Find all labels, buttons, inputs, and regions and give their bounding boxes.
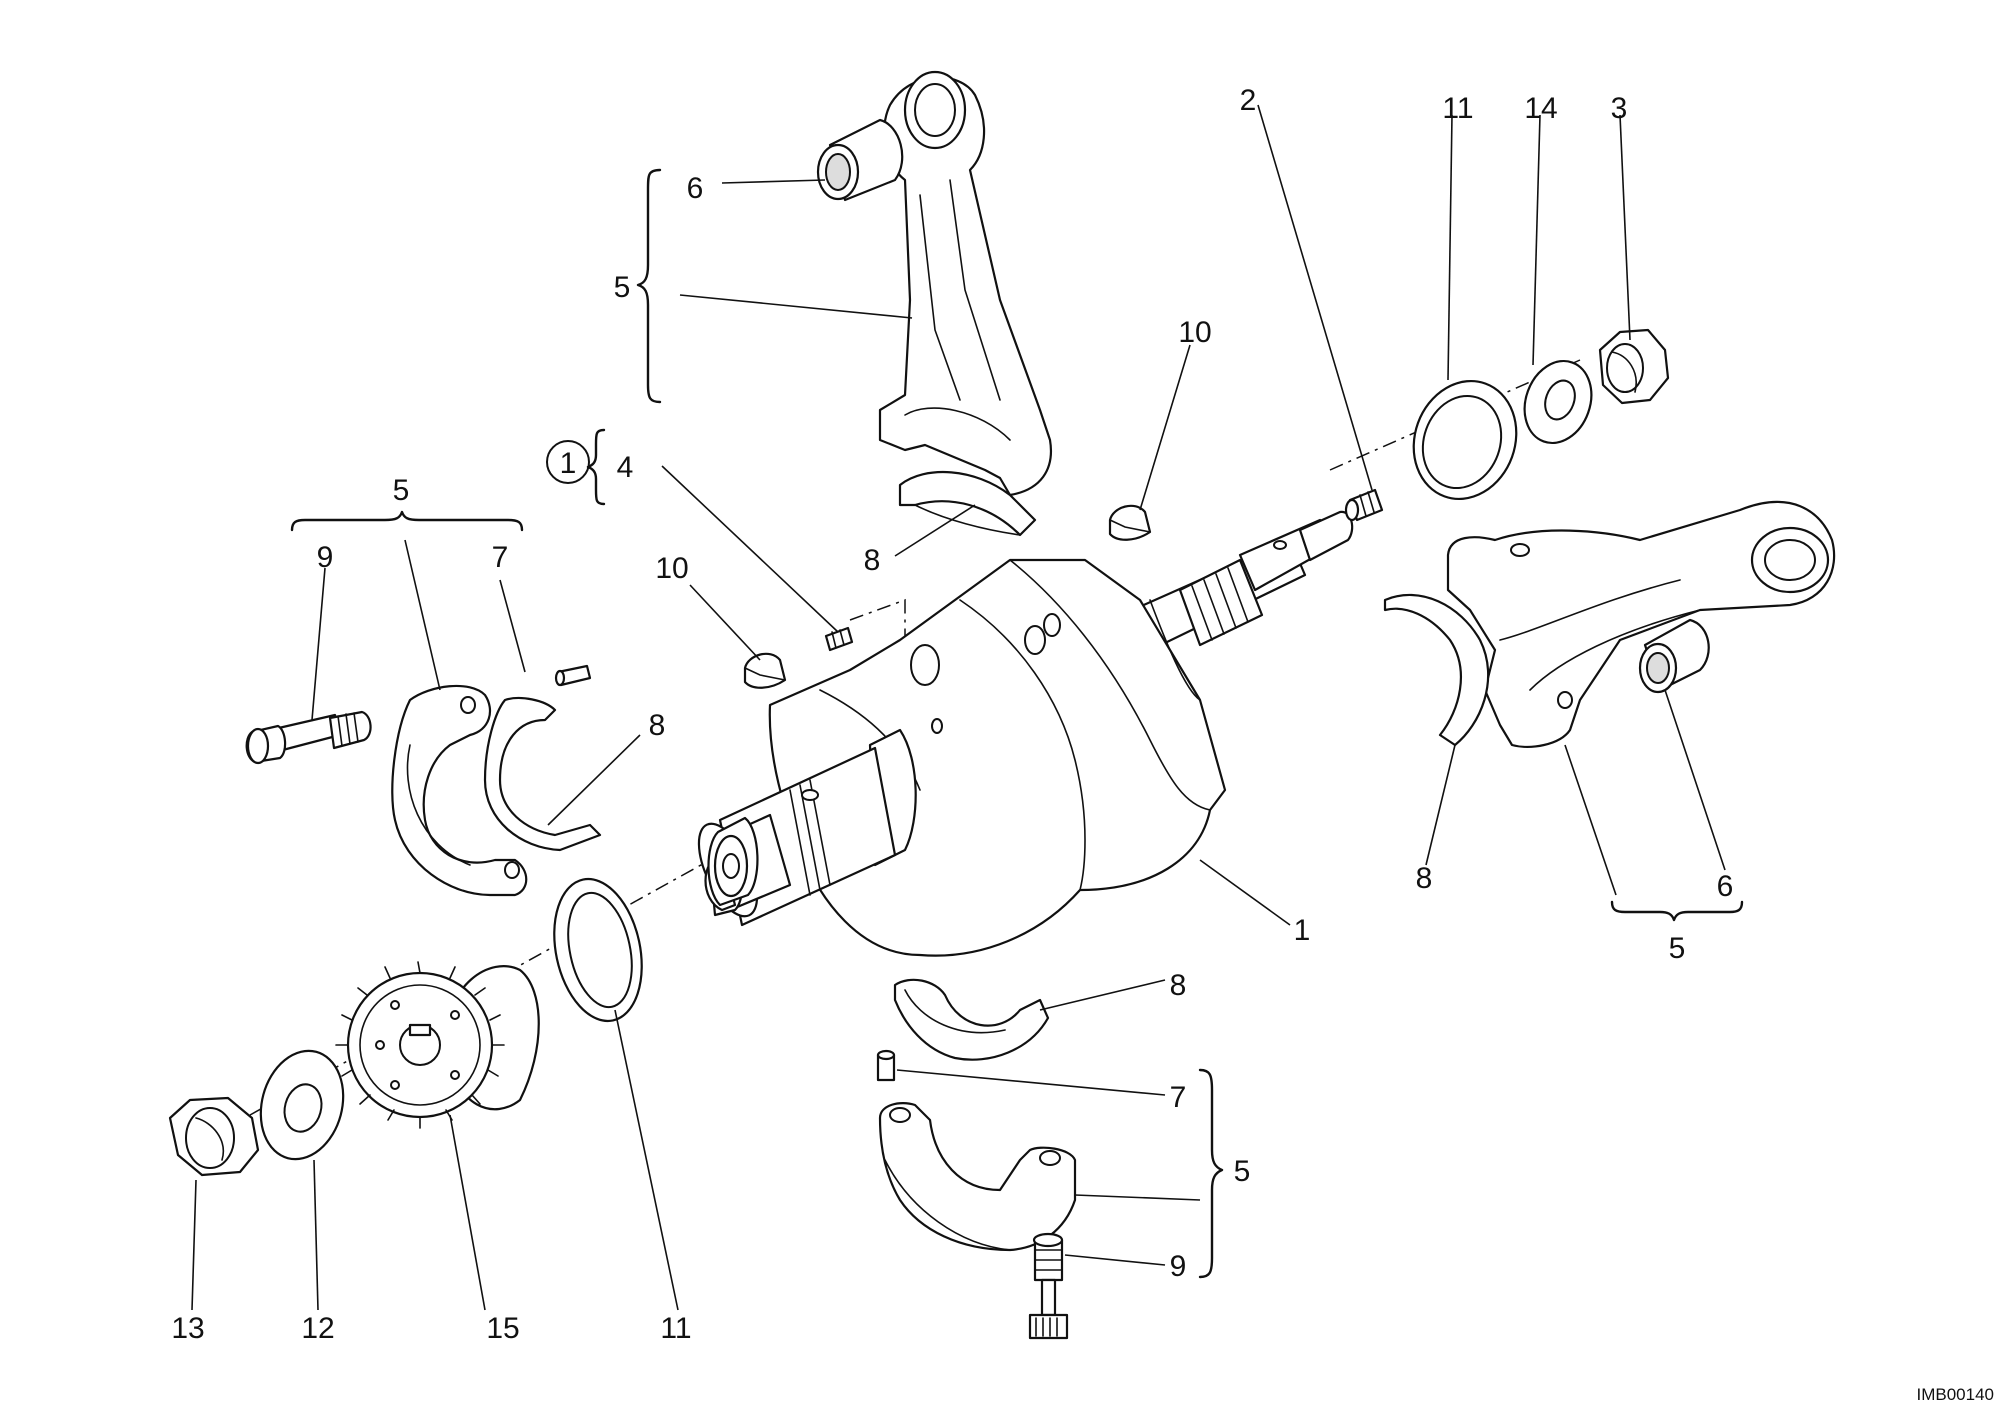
woodruff-key-right bbox=[1108, 504, 1152, 541]
crank-nose-stub bbox=[707, 816, 759, 907]
callout-7-bottom: 7 bbox=[1170, 1081, 1187, 1114]
callout-1-crankshaft: 1 bbox=[1294, 914, 1311, 947]
callout-11-front: 11 bbox=[660, 1312, 691, 1345]
callout-8-right: 8 bbox=[1416, 862, 1433, 895]
dowel-pin-left bbox=[554, 664, 592, 687]
circled-callout-ring bbox=[546, 440, 590, 484]
callout-3: 3 bbox=[1611, 92, 1628, 125]
callout-8-top: 8 bbox=[864, 544, 881, 577]
timing-gear bbox=[335, 961, 540, 1129]
crankshaft bbox=[697, 510, 1354, 957]
leader-lines bbox=[191, 104, 1726, 1311]
brace-left-cap bbox=[290, 510, 524, 532]
callout-6-top: 6 bbox=[687, 172, 704, 205]
tab-washer-front bbox=[259, 1049, 345, 1161]
brace-bottom-cap bbox=[1198, 1068, 1224, 1279]
callout-12: 12 bbox=[301, 1312, 334, 1345]
thrust-washer-front bbox=[553, 877, 643, 1023]
rod-cap-left bbox=[391, 684, 528, 897]
callout-9-left: 9 bbox=[317, 541, 334, 574]
callout-5-left-cap: 5 bbox=[393, 474, 410, 507]
bearing-shell-top bbox=[898, 470, 1037, 537]
callout-8-bottom: 8 bbox=[1170, 969, 1187, 1002]
callout-circled-1: 1 bbox=[560, 447, 577, 480]
connecting-rod-right bbox=[1383, 500, 1836, 748]
nut-right bbox=[1598, 328, 1670, 405]
callout-8-left: 8 bbox=[649, 709, 666, 742]
bolt-left bbox=[245, 710, 372, 765]
woodruff-key-left bbox=[743, 652, 787, 689]
callout-9-bottom: 9 bbox=[1170, 1250, 1187, 1283]
dowel-pin-bottom bbox=[876, 1049, 896, 1082]
brace-top-left bbox=[636, 168, 662, 404]
grub-screw-right bbox=[1344, 488, 1384, 522]
connecting-rod-top bbox=[816, 70, 1053, 497]
callout-7-left: 7 bbox=[492, 541, 509, 574]
callout-5-top: 5 bbox=[614, 271, 631, 304]
brace-small bbox=[586, 428, 606, 506]
grub-screw-center bbox=[824, 626, 854, 652]
callout-10-right: 10 bbox=[1178, 316, 1211, 349]
thrust-washer-right bbox=[1412, 379, 1518, 501]
hex-nut-front bbox=[168, 1096, 260, 1177]
rod-cap-bottom bbox=[878, 1101, 1077, 1252]
lock-washer-right bbox=[1523, 359, 1593, 445]
callout-5-right-rod: 5 bbox=[1669, 932, 1686, 965]
callout-6-right: 6 bbox=[1717, 870, 1734, 903]
callout-labels: 6 5 1 4 8 10 2 11 14 3 5 9 7 10 8 1 8 6 … bbox=[171, 84, 1994, 1404]
callout-14: 14 bbox=[1524, 92, 1557, 125]
callout-11-right: 11 bbox=[1442, 92, 1473, 125]
callout-15: 15 bbox=[486, 1312, 519, 1345]
callout-4: 4 bbox=[617, 451, 634, 484]
callout-5-bottom-cap: 5 bbox=[1234, 1155, 1251, 1188]
callout-10-left: 10 bbox=[655, 552, 688, 585]
brace-right-rod bbox=[1610, 900, 1744, 922]
bearing-shell-left bbox=[483, 696, 602, 852]
bearing-shell-bottom bbox=[893, 978, 1050, 1061]
bolt-bottom bbox=[1028, 1232, 1069, 1340]
callout-2: 2 bbox=[1240, 84, 1257, 117]
drawing-reference-code: IMB00140 bbox=[1917, 1385, 1995, 1404]
callout-13: 13 bbox=[171, 1312, 204, 1345]
